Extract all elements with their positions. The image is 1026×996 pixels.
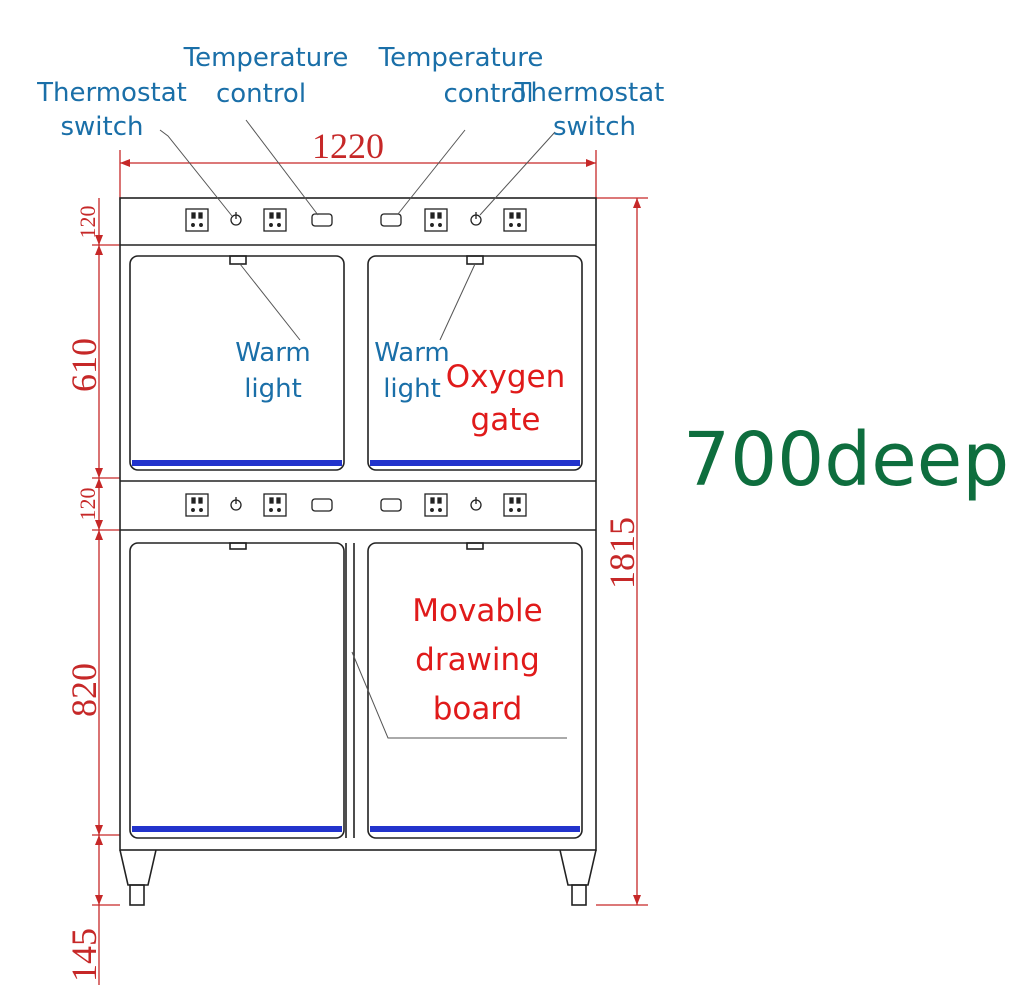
socket-icon <box>185 208 209 232</box>
depth-note: 700deep <box>683 417 1010 503</box>
label-line: board <box>432 691 523 727</box>
label-line: light <box>244 374 302 404</box>
thermostat-switch-label-left: Thermostat switch <box>37 80 187 140</box>
socket-pin <box>438 223 442 227</box>
warm-light-label-left: Warm light <box>228 340 318 402</box>
label-line: switch <box>552 112 636 142</box>
label-line: light <box>383 374 441 404</box>
socket-pin <box>277 223 281 227</box>
label-line: Warm <box>374 338 450 368</box>
socket-pin <box>269 497 274 504</box>
socket-pin <box>191 223 195 227</box>
temperature-display-icon <box>380 213 402 227</box>
middle-panel-dimension: 120 <box>75 487 100 521</box>
socket-icon <box>263 493 287 517</box>
socket-pin <box>199 508 203 512</box>
socket-pin <box>430 212 435 219</box>
socket-icon <box>263 208 287 232</box>
warm-lamp-icon <box>466 542 484 550</box>
socket-pin <box>276 212 281 219</box>
socket-pin <box>438 508 442 512</box>
label-line: Thermostat <box>514 78 665 108</box>
warm-lamp-icon <box>229 542 247 550</box>
temperature-display-icon <box>311 213 333 227</box>
label-line: Temperature <box>378 43 544 73</box>
label-line: Oxygen <box>445 359 566 395</box>
socket-pin <box>191 212 196 219</box>
label-line: gate <box>470 402 541 438</box>
cabinet-body <box>119 197 597 906</box>
callout-leaders <box>159 119 567 739</box>
temperature-display-icon <box>380 498 402 512</box>
socket-pin <box>269 212 274 219</box>
label-line: Movable <box>412 593 543 629</box>
top-panel-dimension: 120 <box>75 205 100 239</box>
socket-pin <box>430 508 434 512</box>
temperature-control-label-left: Temperature control <box>180 45 352 107</box>
socket-pin <box>269 223 273 227</box>
thermostat-switch-label-right: Thermostat switch <box>512 80 667 140</box>
height-total-dimension: 1815 <box>602 517 642 589</box>
socket-pin <box>437 212 442 219</box>
label-line: Warm <box>235 338 311 368</box>
label-line: Thermostat <box>37 78 187 108</box>
socket-pin <box>191 508 195 512</box>
socket-icon <box>185 493 209 517</box>
warm-lamp-icon <box>229 255 247 265</box>
light-strips <box>132 460 580 832</box>
label-line: drawing <box>415 642 540 678</box>
socket-pin <box>517 223 521 227</box>
socket-icon <box>503 493 527 517</box>
movable-drawing-board-label: Movable drawing board <box>400 596 555 725</box>
socket-pin <box>430 223 434 227</box>
socket-pin <box>199 223 203 227</box>
socket-pin <box>516 497 521 504</box>
lower-chamber-dimension: 820 <box>64 663 104 717</box>
socket-icon <box>424 493 448 517</box>
socket-pin <box>516 212 521 219</box>
socket-pin <box>276 497 281 504</box>
label-line: Temperature <box>183 43 349 73</box>
oxygen-gate-label: Oxygen gate <box>443 362 568 436</box>
socket-pin <box>198 212 203 219</box>
label-line: control <box>443 79 534 109</box>
socket-pin <box>430 497 435 504</box>
socket-pin <box>269 508 273 512</box>
upper-chamber-dimension: 610 <box>64 338 104 392</box>
socket-pin <box>437 497 442 504</box>
dimension-arrows <box>95 159 641 905</box>
socket-pin <box>198 497 203 504</box>
width-dimension: 1220 <box>312 126 384 166</box>
legs-dimension: 145 <box>64 928 104 982</box>
label-line: control <box>215 79 307 109</box>
socket-pin <box>509 497 514 504</box>
warm-light-label-right: Warm light <box>370 340 454 402</box>
socket-pin <box>517 508 521 512</box>
socket-pin <box>509 508 513 512</box>
temperature-control-label-right: Temperature control <box>375 45 547 107</box>
socket-pin <box>509 223 513 227</box>
warm-lamp-icon <box>466 255 484 265</box>
socket-pin <box>509 212 514 219</box>
socket-pin <box>277 508 281 512</box>
temperature-display-icon <box>311 498 333 512</box>
label-line: switch <box>60 112 144 142</box>
socket-icon <box>503 208 527 232</box>
dimension-lines <box>92 150 648 985</box>
socket-icon <box>424 208 448 232</box>
socket-pin <box>191 497 196 504</box>
